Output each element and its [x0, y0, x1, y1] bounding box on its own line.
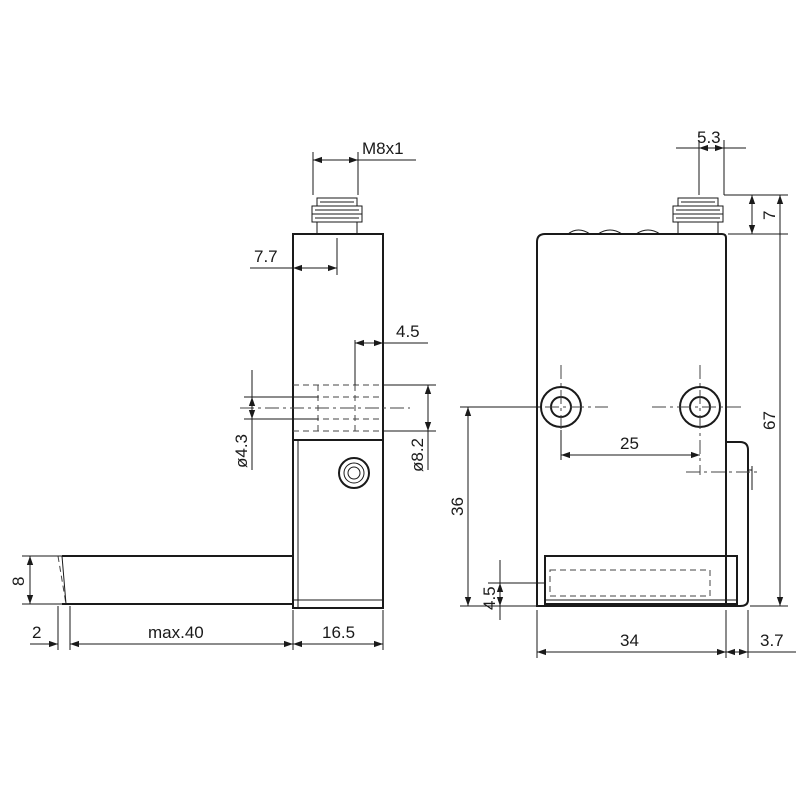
- front-bottom-plate: [544, 555, 738, 605]
- side-view: M8x1 7.7 4.5 ø4.3 ø8.2 8: [9, 139, 436, 650]
- side-screw-inner: [347, 466, 361, 480]
- dim-hole-dia: ø4.3: [232, 434, 251, 468]
- dim-connector-offset: 5.3: [697, 128, 721, 147]
- dim-connector-height: 7: [760, 211, 779, 220]
- dim-hole-offset: 4.5: [396, 322, 420, 341]
- dim-hole-height: 36: [448, 497, 467, 516]
- dim-total-height: 67: [760, 411, 779, 430]
- front-connector: [672, 197, 724, 235]
- dim-counterbore-dia: ø8.2: [408, 438, 427, 472]
- dim-plate-thickness: 8: [9, 577, 28, 586]
- dim-bottom-slot: 4.5: [480, 586, 499, 610]
- front-body-outline: [536, 233, 727, 607]
- side-screw-mid: [343, 462, 365, 484]
- front-side-tab: [726, 441, 749, 607]
- front-view: 5.3 7 67 25 36 4.5 34 3.7: [448, 128, 796, 658]
- front-bottom-slot: [549, 569, 711, 597]
- dim-plate-edge: 2: [32, 623, 41, 642]
- side-screw-outer: [338, 457, 370, 489]
- dim-side-tab: 3.7: [760, 631, 784, 650]
- dim-body-width: 34: [620, 631, 639, 650]
- dim-side-offset: 7.7: [254, 247, 278, 266]
- side-connector: [311, 197, 363, 235]
- side-body-outline: [292, 233, 384, 609]
- dim-body-depth: 16.5: [322, 623, 355, 642]
- dim-plate-length: max.40: [148, 623, 204, 642]
- dim-hole-spacing: 25: [620, 434, 639, 453]
- side-hidden-holes: [240, 384, 410, 432]
- dim-thread: M8x1: [362, 139, 404, 158]
- actuator-plate: [57, 555, 293, 605]
